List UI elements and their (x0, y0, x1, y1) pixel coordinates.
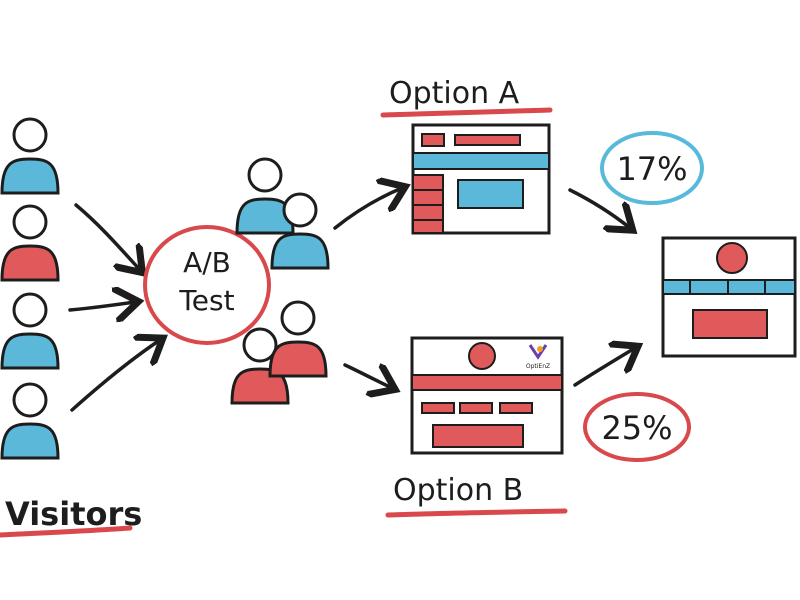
visitor-icon (0, 204, 60, 282)
arrow-icon (70, 340, 160, 412)
option-a: Option A (380, 76, 553, 235)
option-b-underline (385, 508, 568, 518)
visitor-arrows (68, 203, 160, 412)
winner-page (661, 236, 797, 358)
visitors-column: Visitors (0, 117, 142, 538)
logo-block (421, 133, 445, 147)
option-a-underline (380, 107, 553, 118)
visitor-icon (0, 382, 60, 460)
rate-a-value: 17% (616, 150, 687, 188)
visitors-underline (0, 525, 133, 538)
rate-b-circle (583, 392, 691, 462)
hero-block (457, 179, 524, 209)
header-circle (468, 342, 496, 370)
test-label-line2: Test (178, 284, 234, 317)
test-circle (143, 225, 271, 345)
brand-logo-text: OptiEnZ (526, 363, 550, 370)
visitor-icon (268, 300, 328, 378)
button-block (421, 402, 455, 414)
menu-bar (454, 134, 521, 146)
arrow-icon (68, 302, 135, 310)
arrow-icon (343, 365, 392, 388)
group-arrows (333, 188, 402, 388)
option-b: OptiEnZ Option B (385, 336, 568, 518)
button-block (459, 402, 493, 414)
visitor-icon (0, 292, 60, 370)
ab-test-node: A/B Test (143, 225, 271, 345)
banner-bar (411, 374, 563, 391)
arrow-icon (573, 348, 635, 387)
group-a (235, 157, 330, 270)
rate-b-value: 25% (601, 409, 672, 447)
rate-b: 25% (583, 392, 691, 462)
winner-cta (692, 309, 768, 339)
visitor-icon (270, 192, 330, 270)
visitor-icon (235, 157, 295, 235)
test-label-line1: A/B (183, 246, 231, 279)
rate-a-circle (600, 131, 704, 205)
brand-logo-icon: OptiEnZ (526, 344, 550, 370)
option-b-label: Option B (393, 473, 523, 508)
visitor-icon (0, 117, 60, 195)
arrow-icon (568, 188, 630, 228)
arrow-icon (74, 203, 140, 270)
group-b (230, 300, 328, 405)
winner-header-circle (716, 242, 748, 274)
option-a-label: Option A (389, 76, 520, 111)
option-arrows (568, 188, 635, 387)
cta-block (432, 424, 524, 448)
rate-a: 17% (600, 131, 704, 205)
nav-bar (412, 152, 550, 170)
arrow-icon (333, 188, 402, 230)
button-block (499, 402, 533, 414)
